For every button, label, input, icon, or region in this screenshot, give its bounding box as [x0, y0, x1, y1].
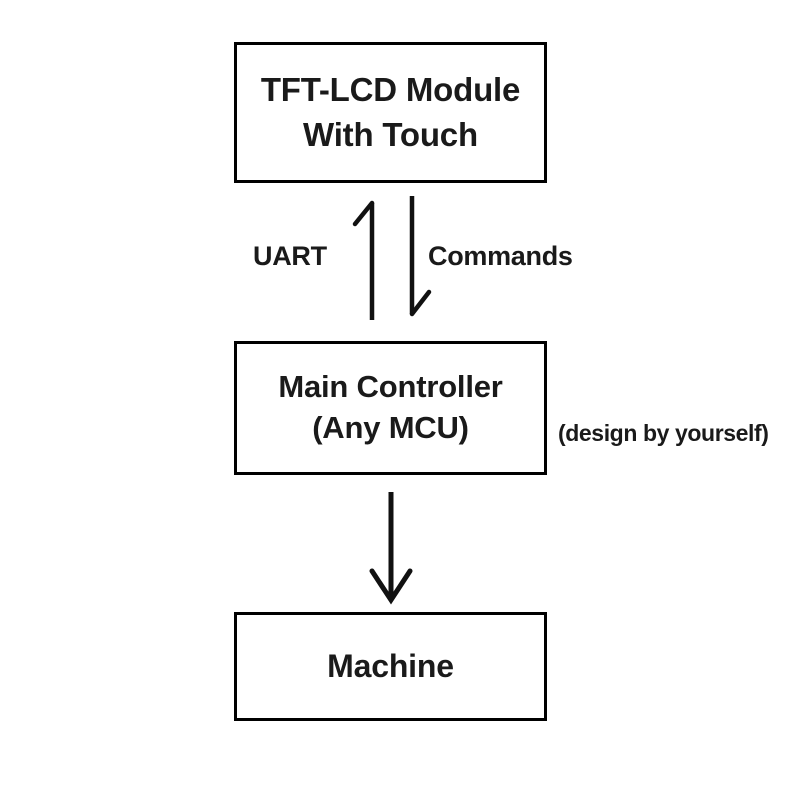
arrow-commands-down	[409, 196, 432, 317]
node-main-controller-line-2: (Any MCU)	[312, 410, 469, 445]
arrow-mcu-to-machine	[369, 492, 413, 605]
edge-label-commands: Commands	[428, 241, 573, 271]
node-main-controller[interactable]: Main Controller (Any MCU)	[234, 341, 547, 475]
node-tft-lcd-module-line-1: TFT-LCD Module	[260, 70, 521, 108]
arrow-uart-up	[352, 200, 375, 320]
node-main-controller-line-1: Main Controller	[278, 369, 503, 405]
node-machine-line-1: Machine	[327, 647, 454, 684]
node-tft-lcd-module[interactable]: TFT-LCD Module With Touch	[234, 42, 547, 183]
edge-label-uart: UART	[253, 241, 327, 271]
node-machine[interactable]: Machine	[234, 612, 547, 721]
arrow-commands-down-barb	[409, 289, 432, 317]
arrow-uart-up-barb	[352, 200, 375, 227]
arrow-mcu-to-machine-head	[369, 568, 413, 605]
node-tft-lcd-module-line-2: With Touch	[303, 115, 478, 153]
annotation-design-by-yourself: (design by yourself)	[558, 420, 769, 446]
